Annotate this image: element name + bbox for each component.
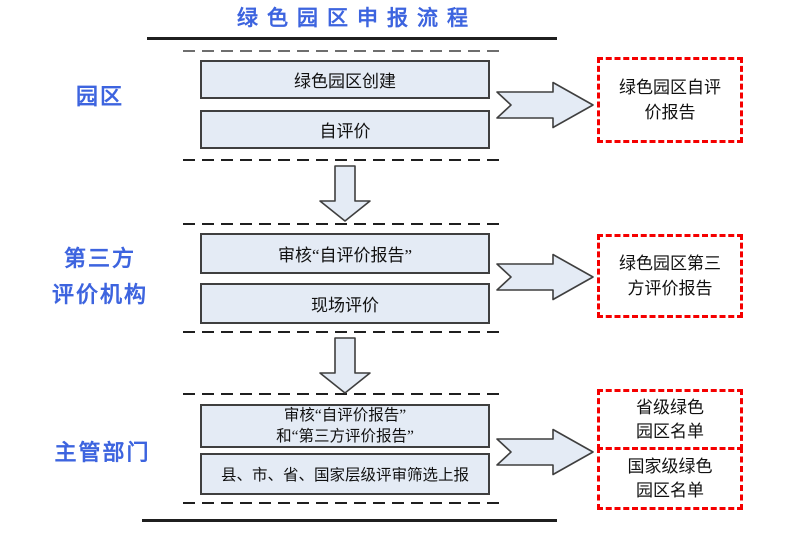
- lane-separator: [183, 331, 505, 333]
- step-text: 县、市、省、国家层级评审筛选上报: [220, 467, 469, 484]
- step-text: 审核“自评价报告”: [277, 246, 413, 265]
- step-text: 和“第三方评价报告”: [276, 428, 414, 445]
- top-rule: [147, 37, 557, 40]
- step-text: 绿色园区创建: [294, 72, 396, 91]
- lane-label-authority: 主管部门: [30, 435, 175, 471]
- step-box-review-self-report: 审核“自评价报告”: [200, 233, 490, 274]
- output-text: 国家级绿色: [627, 456, 713, 476]
- output-box-self-evaluation-report: 绿色园区自评 价报告: [597, 57, 743, 143]
- block-arrow-right-icon: [496, 253, 594, 301]
- output-box-provincial-list: 省级绿色 园区名单: [597, 389, 743, 450]
- step-box-park-creation: 绿色园区创建: [200, 60, 490, 99]
- lane-label-line: 园区: [75, 84, 124, 109]
- output-text: 绿色园区第三: [619, 254, 721, 273]
- diagram-title: 绿色园区申报流程: [237, 7, 477, 30]
- lane-separator: [183, 223, 505, 225]
- lane-separator: [183, 502, 505, 504]
- step-box-level-screening: 县、市、省、国家层级评审筛选上报: [200, 453, 490, 495]
- step-box-self-evaluation: 自评价: [200, 110, 490, 149]
- lane-separator: [183, 50, 505, 52]
- step-text: 现场评价: [311, 296, 379, 315]
- lane-label-line: 主管部门: [54, 440, 151, 465]
- step-text: 自评价: [319, 122, 371, 141]
- output-box-national-list: 国家级绿色 园区名单: [597, 447, 743, 510]
- output-text: 园区名单: [636, 480, 704, 500]
- output-text: 方评价报告: [627, 279, 713, 298]
- output-box-third-party-report: 绿色园区第三 方评价报告: [597, 234, 743, 318]
- block-arrow-down-icon: [319, 337, 371, 394]
- bottom-rule: [142, 519, 557, 522]
- block-arrow-right-icon: [496, 428, 594, 476]
- lane-label-line: 第三方: [63, 246, 136, 271]
- output-text: 省级绿色: [636, 397, 704, 417]
- step-box-onsite-evaluation: 现场评价: [200, 283, 490, 324]
- lane-label-line: 评价机构: [51, 282, 148, 307]
- output-text: 绿色园区自评: [619, 78, 721, 97]
- lane-separator: [183, 393, 505, 395]
- output-text: 价报告: [644, 103, 696, 122]
- block-arrow-right-icon: [496, 81, 594, 129]
- block-arrow-down-icon: [319, 165, 371, 222]
- output-text: 园区名单: [636, 421, 704, 441]
- lane-label-third-party: 第三方 评价机构: [25, 241, 175, 313]
- step-text: 审核“自评价报告”: [283, 407, 407, 424]
- lane-separator: [183, 159, 505, 161]
- step-box-review-both-reports: 审核“自评价报告” 和“第三方评价报告”: [200, 404, 490, 448]
- lane-label-park: 园区: [35, 79, 165, 115]
